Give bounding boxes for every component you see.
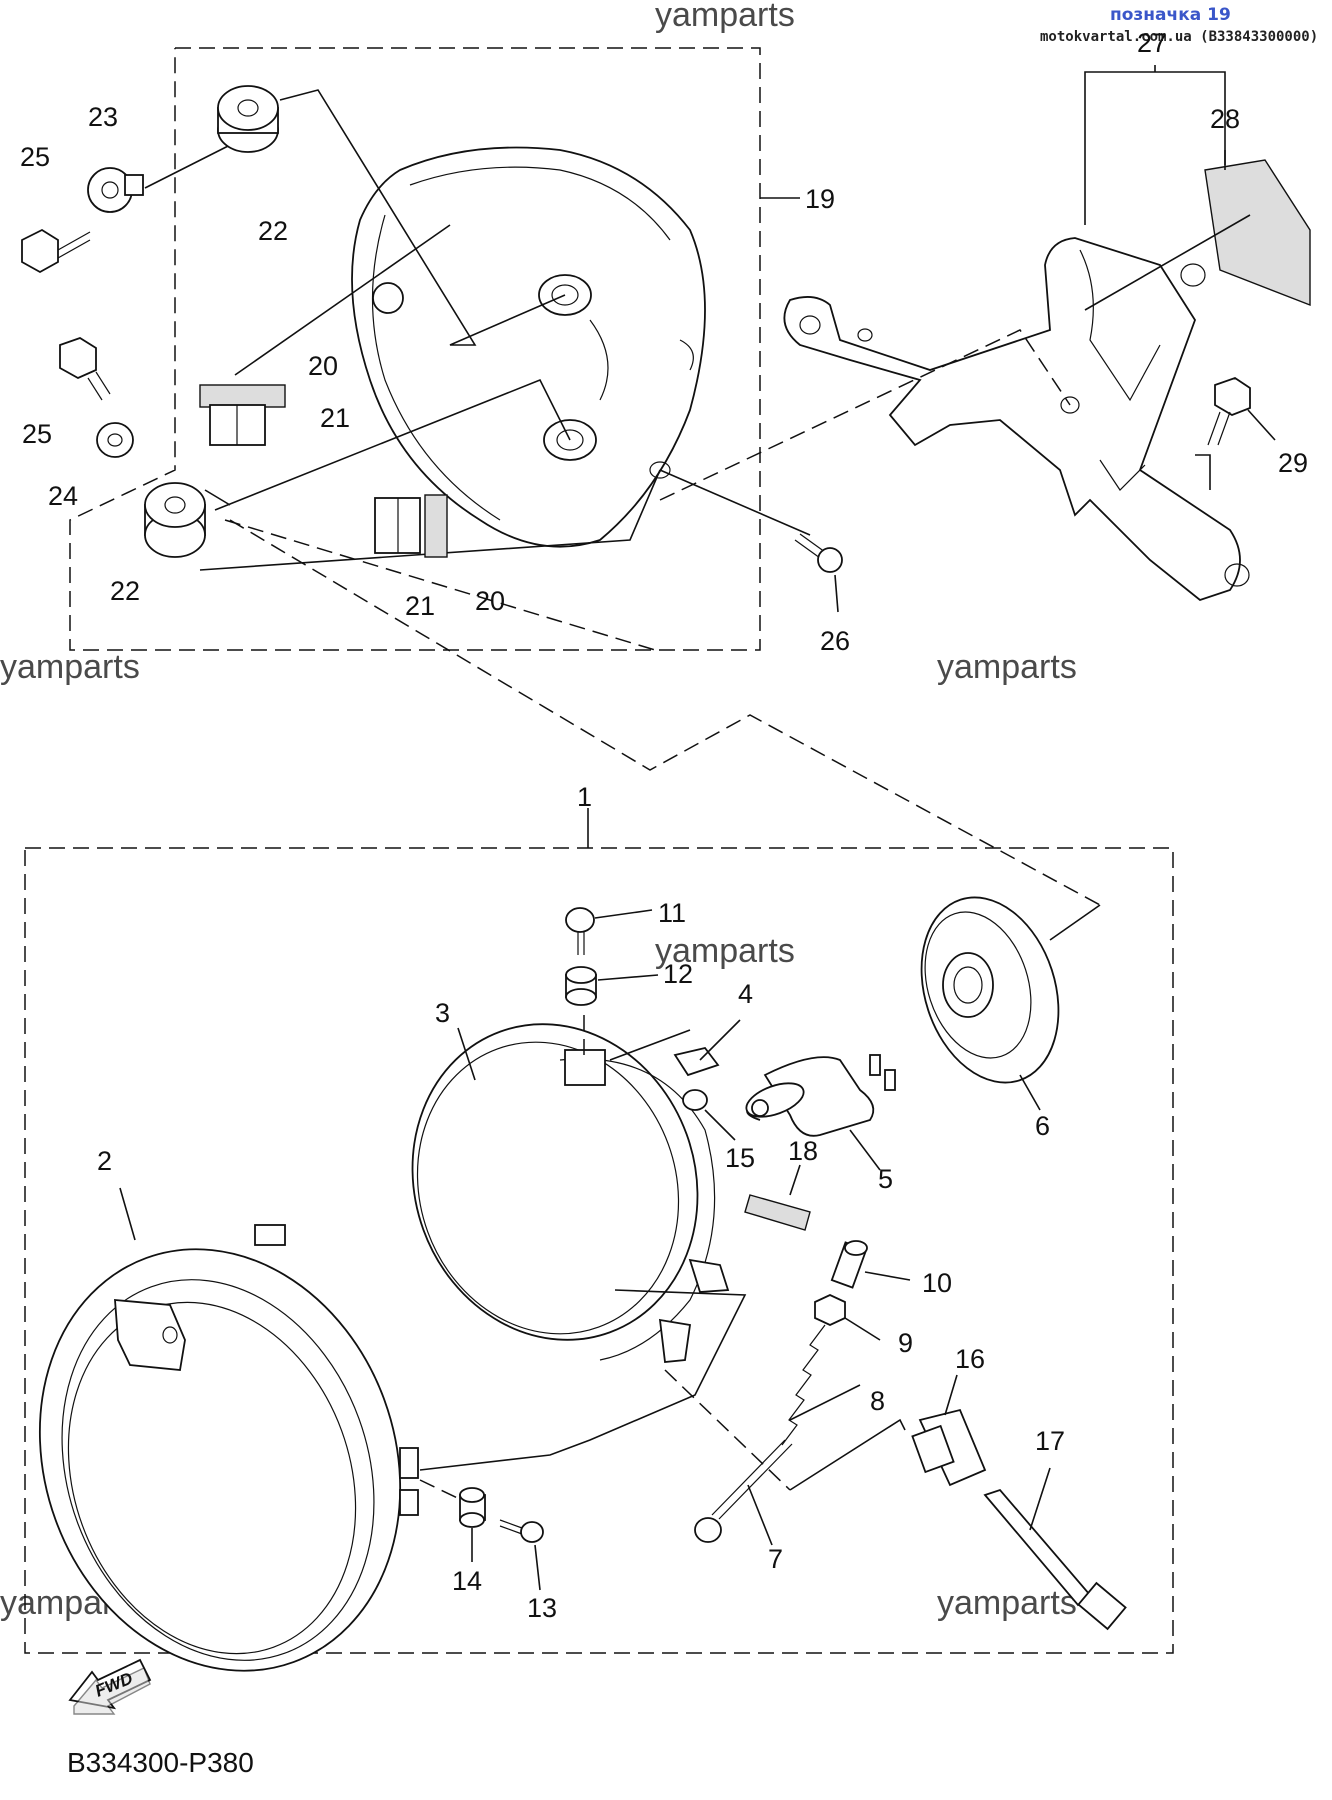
callout-13: 13 <box>527 1593 557 1623</box>
leader-lines-lower <box>419 1029 906 1506</box>
group-box-19 <box>69 47 800 651</box>
collar-23 <box>87 167 144 213</box>
nut-plate-4 <box>673 1019 741 1077</box>
callout-8: 8 <box>870 1386 885 1416</box>
callout-labels: 23 25 22 19 20 21 25 24 22 21 20 26 27 2… <box>20 28 1308 1623</box>
bolt-25-top <box>21 228 91 274</box>
grommet-14 <box>459 1487 486 1562</box>
callout-25: 25 <box>22 419 52 449</box>
plate-28 <box>1204 150 1311 307</box>
rim-leader <box>119 1027 476 1241</box>
callout-23: 23 <box>88 102 118 132</box>
callout-15: 15 <box>725 1143 755 1173</box>
spacer-10 <box>830 1240 911 1289</box>
callout-17: 17 <box>1035 1426 1065 1456</box>
cover-6 <box>920 896 1101 1111</box>
screw-26 <box>794 533 843 613</box>
callout-9: 9 <box>898 1328 913 1358</box>
grommet-22-top <box>217 85 279 153</box>
clip-20-21-lower <box>374 494 448 558</box>
nut-9 <box>814 1294 881 1341</box>
callout-6: 6 <box>1035 1111 1050 1141</box>
callout-28: 28 <box>1210 104 1240 134</box>
callout-4: 4 <box>738 979 753 1009</box>
watermark: yamparts <box>655 932 795 970</box>
header-title: позначка 19 <box>1110 5 1231 25</box>
group-box-1 <box>24 808 1174 1654</box>
nut-15 <box>682 1089 736 1141</box>
callout-29: 29 <box>1278 448 1308 478</box>
screw-11 <box>565 907 653 955</box>
callout-27: 27 <box>1137 28 1167 58</box>
callout-2: 2 <box>97 1146 112 1176</box>
watermark: yamparts <box>655 0 795 34</box>
callout-20: 20 <box>475 586 505 616</box>
callout-1: 1 <box>577 782 592 812</box>
callout-10: 10 <box>922 1268 952 1298</box>
callout-21: 21 <box>320 403 350 433</box>
callout-11: 11 <box>658 898 686 928</box>
watermark: yamparts <box>937 648 1077 686</box>
callout-24: 24 <box>48 481 78 511</box>
spring-8 <box>781 1324 861 1446</box>
callout-20: 20 <box>308 351 338 381</box>
lens-unit-3 <box>411 1023 730 1363</box>
headlight-housing <box>351 146 706 548</box>
connector-dash <box>229 519 1101 906</box>
rim-2 <box>38 1224 419 1672</box>
callout-21: 21 <box>405 591 435 621</box>
screw-13 <box>499 1519 544 1591</box>
callout-14: 14 <box>452 1566 482 1596</box>
callout-22: 22 <box>110 576 140 606</box>
callout-12: 12 <box>663 959 693 989</box>
bar-18 <box>744 1164 811 1231</box>
watermark: yamparts <box>937 1584 1077 1622</box>
callout-18: 18 <box>788 1136 818 1166</box>
callout-22: 22 <box>258 216 288 246</box>
washer-24 <box>96 422 134 458</box>
grommet-22-bottom <box>144 482 206 558</box>
socket-16 <box>911 1374 987 1487</box>
callout-26: 26 <box>820 626 850 656</box>
header-source: motokvartal.com.ua (B33843300000) <box>1040 29 1318 45</box>
grommet-12 <box>565 966 659 1060</box>
callout-3: 3 <box>435 998 450 1028</box>
leader-lines-upper <box>144 89 811 651</box>
callout-7: 7 <box>768 1544 783 1574</box>
bolt-29 <box>1207 377 1276 446</box>
bracket-27 <box>783 65 1250 602</box>
callout-25: 25 <box>20 142 50 172</box>
watermark: yamparts <box>0 648 140 686</box>
screw-7 <box>694 1439 793 1546</box>
clip-20-21-upper <box>199 384 286 446</box>
bracket-leader-dash <box>659 214 1251 501</box>
callout-16: 16 <box>955 1344 985 1374</box>
callout-19: 19 <box>805 184 835 214</box>
callout-5: 5 <box>878 1164 893 1194</box>
bolt-25-mid <box>59 337 111 401</box>
cord-17 <box>983 1467 1127 1631</box>
diagram-code: B334300-P380 <box>67 1747 254 1778</box>
fwd-arrow-icon: FWD <box>68 1658 152 1715</box>
bulb-5 <box>745 1054 896 1171</box>
